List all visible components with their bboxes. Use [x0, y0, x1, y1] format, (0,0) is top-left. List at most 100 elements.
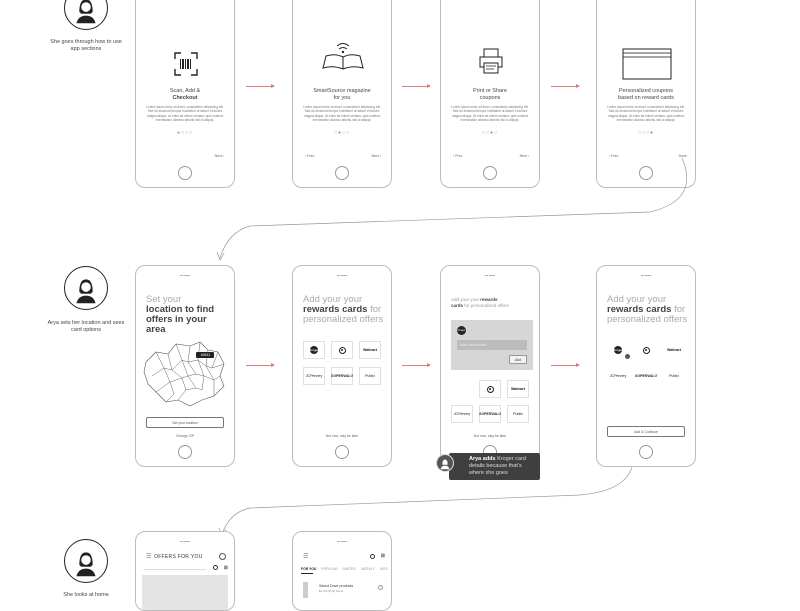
brand-tile-target[interactable]: [635, 341, 657, 359]
change-zip-link[interactable]: Change ZIP: [175, 434, 195, 438]
offer-item-subtitle: $1.00 off (2) items: [319, 589, 344, 593]
home-button: [483, 166, 497, 180]
offer-item-title[interactable]: Select Dove products: [319, 584, 354, 588]
flow-arrow: [402, 363, 431, 367]
speaker: ▬ ▬▬: [485, 273, 495, 277]
scan-icon[interactable]: ⊠: [380, 553, 385, 559]
home-button: [335, 445, 349, 459]
brand-tile-publix[interactable]: Publix: [669, 374, 679, 378]
barcode-scan-icon: [174, 52, 198, 76]
next-button[interactable]: Next ›: [371, 154, 381, 158]
product-thumbnail: [303, 582, 308, 598]
set-location-button[interactable]: Set your location: [146, 417, 224, 428]
flow-arrow: [551, 363, 580, 367]
brand-tile-kroger[interactable]: Kroger: [303, 341, 325, 359]
offer-banner[interactable]: [142, 575, 228, 610]
target-logo-icon: [642, 346, 650, 354]
search-icon[interactable]: [370, 554, 375, 559]
not-now-link[interactable]: Not now, may be later: [473, 434, 507, 438]
target-logo-icon: [338, 346, 346, 354]
persona-caption: She looks at home: [63, 592, 109, 598]
next-button[interactable]: Next ›: [519, 154, 529, 158]
brand-tile-kroger-selected[interactable]: Kroger: [613, 346, 623, 354]
add-offer-icon[interactable]: [378, 585, 383, 590]
add-continue-button[interactable]: Add & Continue: [607, 426, 685, 437]
brand-tile-jcpenney[interactable]: JCPenney: [609, 374, 627, 378]
card-icon: [622, 48, 672, 80]
menu-icon[interactable]: ☰: [146, 554, 152, 560]
brand-tile-publix[interactable]: Publix: [359, 367, 381, 385]
brand-tile-walmart[interactable]: Walmart: [359, 341, 381, 359]
not-now-link[interactable]: Not now, may be later: [325, 434, 359, 438]
home-button: [178, 445, 192, 459]
tab-indicator: [301, 573, 313, 574]
search-icon[interactable]: [213, 565, 218, 570]
onboarding-phone-scan: Scan, Add &Checkout Lorem ipsum dolor si…: [135, 0, 235, 188]
onboarding-body: Lorem ipsum dolor sit amet, consectetur …: [451, 105, 529, 122]
done-button[interactable]: Done: [678, 154, 687, 158]
brand-tile-supervalu[interactable]: SUPERVALU: [479, 405, 501, 423]
brand-tile-supervalu[interactable]: SUPERVALU: [635, 374, 657, 378]
onboarding-body: Lorem ipsum dolor sit amet, consectetur …: [303, 105, 381, 122]
onboarding-body: Lorem ipsum dolor sit amet, consectetur …: [607, 105, 685, 122]
tab-weekly[interactable]: WEEKLY: [361, 567, 375, 571]
prev-button[interactable]: ‹ Prev: [453, 154, 463, 158]
card-number-input[interactable]: Enter card number: [457, 340, 527, 350]
brand-tile-jcpenney[interactable]: JCPenney: [303, 367, 325, 385]
brand-tile-jcpenney[interactable]: JCPenney: [451, 405, 473, 423]
location-map: [143, 341, 225, 407]
page-indicator: ○●○○: [333, 130, 351, 136]
tab-popular[interactable]: POPULAR: [321, 567, 338, 571]
home-button: [639, 166, 653, 180]
card-entry-panel: Kroger Enter card number Add: [451, 320, 533, 370]
prev-button[interactable]: ‹ Prev: [305, 154, 315, 158]
speaker: ▬ ▬▬: [337, 539, 347, 543]
brand-tile-target[interactable]: [479, 380, 501, 398]
brand-tile-supervalu[interactable]: SUPERVALU: [331, 367, 353, 385]
speaker: ▬ ▬▬: [641, 273, 651, 277]
page-indicator: ●○○○: [176, 130, 194, 136]
next-button[interactable]: Next ›: [214, 154, 224, 158]
brand-tile-target[interactable]: [331, 341, 353, 359]
target-logo-icon: [486, 385, 494, 393]
home-button: [335, 166, 349, 180]
home-header: OFFERS FOR YOU: [154, 554, 203, 560]
tab-limited[interactable]: LIMITED: [342, 567, 356, 571]
speaker: ▬ ▬▬: [337, 273, 347, 277]
woman-icon: [440, 459, 450, 470]
prev-button[interactable]: ‹ Prev: [609, 154, 619, 158]
persona-avatar: [64, 0, 108, 30]
onboarding-body: Lorem ipsum dolor sit amet, consectetur …: [146, 105, 224, 122]
brand-tile-walmart[interactable]: Walmart: [666, 348, 682, 352]
check-icon: [625, 354, 630, 359]
search-underline: [144, 569, 206, 570]
add-card-button[interactable]: Add: [509, 355, 527, 364]
menu-icon[interactable]: ☰: [303, 554, 309, 560]
scan-icon[interactable]: ⊠: [223, 565, 228, 571]
annotation-tooltip: Arya adds Kroger card details because th…: [449, 453, 540, 481]
speaker: ▬ ▬▬: [180, 539, 190, 543]
brand-tile-walmart[interactable]: Walmart: [507, 380, 529, 398]
location-icon[interactable]: [219, 553, 226, 560]
page-indicator: ○○●○: [481, 130, 499, 136]
woman-icon: [76, 552, 96, 577]
woman-icon: [76, 0, 96, 24]
printer-icon: [479, 48, 503, 74]
persona-avatar: [64, 539, 108, 583]
brand-tile-publix[interactable]: Publix: [507, 405, 529, 423]
tab-more[interactable]: MOS: [379, 567, 388, 571]
tab-for-you[interactable]: FOR YOU: [301, 567, 317, 571]
